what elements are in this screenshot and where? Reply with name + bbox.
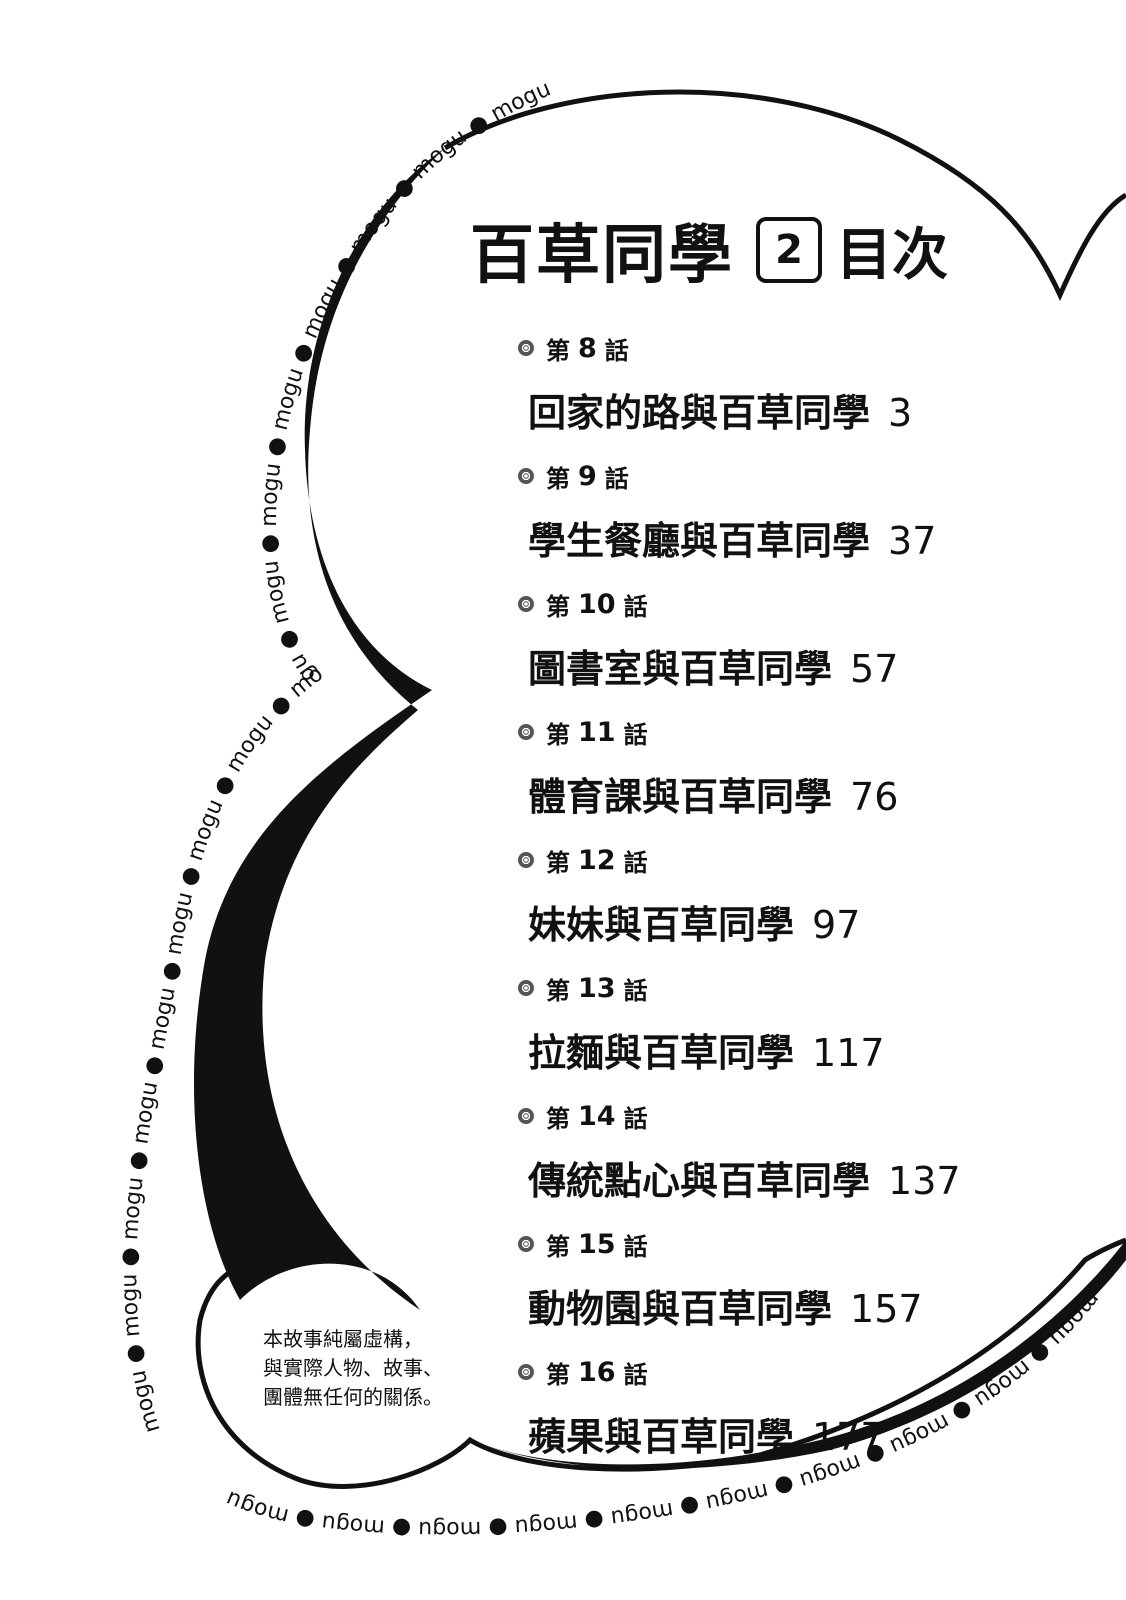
chapter-suffix: 話 [623, 1104, 648, 1133]
disclaimer-line: 與實際人物、故事、 [263, 1356, 443, 1380]
chapter-suffix: 話 [604, 336, 629, 365]
bullet-icon [518, 340, 534, 356]
chapter-title: 動物園與百草同學 [528, 1287, 833, 1331]
bullet-icon [518, 1364, 534, 1380]
chapter-title: 圖書室與百草同學 [528, 647, 833, 691]
chapter-title: 拉麵與百草同學 [528, 1031, 795, 1075]
disclaimer-line: 團體無任何的關係。 [263, 1385, 443, 1409]
page-number: 3 [888, 391, 913, 435]
chapter-prefix: 第 [546, 976, 570, 1005]
blob-outline-lower [195, 1237, 1126, 1489]
page-number: 57 [850, 647, 899, 691]
chapter-number: 10 [578, 588, 616, 620]
chapter-number: 15 [578, 1228, 616, 1260]
page-number: 177 [812, 1415, 885, 1459]
chapter-suffix: 話 [623, 848, 648, 877]
chapter-suffix: 話 [623, 1232, 648, 1261]
black-band [193, 148, 445, 1310]
chapter-prefix: 第 [546, 1232, 570, 1261]
chapter-title-line: 學生餐廳與百草同學 37 [528, 510, 936, 565]
chapter-suffix: 話 [623, 592, 648, 621]
page-title: 百草同學 2 目次 [470, 205, 948, 295]
chapter-title: 學生餐廳與百草同學 [528, 519, 871, 563]
chapter-number: 14 [578, 1100, 616, 1132]
chapter-prefix: 第 [546, 336, 570, 365]
chapter-number: 13 [578, 972, 616, 1004]
contents-label: 目次 [836, 222, 948, 288]
chapter-prefix: 第 [546, 848, 570, 877]
chapter-number: 11 [578, 716, 616, 748]
chapter-title-line: 蘋果與百草同學 177 [528, 1406, 885, 1461]
bullet-icon [518, 724, 534, 740]
bullet-icon [518, 980, 534, 996]
chapter-suffix: 話 [623, 976, 648, 1005]
volume-badge: 2 [756, 217, 822, 283]
disclaimer-line: 本故事純屬虛構， [263, 1327, 423, 1351]
chapter-title-line: 回家的路與百草同學 3 [528, 382, 912, 437]
chapter-title-line: 妹妹與百草同學 97 [528, 894, 860, 949]
chapter-prefix: 第 [546, 1104, 570, 1133]
page-number: 157 [850, 1287, 923, 1331]
chapter-title: 體育課與百草同學 [528, 775, 833, 819]
page-number: 37 [888, 519, 937, 563]
chapter-number: 12 [578, 844, 616, 876]
bullet-icon [518, 468, 534, 484]
bullet-icon [518, 1108, 534, 1124]
chapter-suffix: 話 [604, 464, 629, 493]
chapter-title: 蘋果與百草同學 [528, 1415, 795, 1459]
chapter-title: 回家的路與百草同學 [528, 391, 871, 435]
chapter-number: 9 [578, 460, 597, 492]
page-number: 137 [888, 1159, 961, 1203]
chapter-prefix: 第 [546, 464, 570, 493]
chapter-title: 妹妹與百草同學 [528, 903, 795, 947]
chapter-number: 8 [578, 332, 597, 364]
page-number: 117 [812, 1031, 885, 1075]
disclaimer: 本故事純屬虛構， 與實際人物、故事、 團體無任何的關係。 [263, 1325, 493, 1412]
chapter-title-line: 拉麵與百草同學 117 [528, 1022, 885, 1077]
chapter-suffix: 話 [623, 1360, 648, 1389]
bullet-icon [518, 1236, 534, 1252]
chapter-number: 16 [578, 1356, 616, 1388]
page-number: 76 [850, 775, 899, 819]
chapter-title-line: 動物園與百草同學 157 [528, 1278, 923, 1333]
chapter-title-line: 體育課與百草同學 76 [528, 766, 898, 821]
blob-outline [443, 89, 1126, 302]
chapter-prefix: 第 [546, 720, 570, 749]
chapter-prefix: 第 [546, 1360, 570, 1389]
chapter-suffix: 話 [623, 720, 648, 749]
bullet-icon [518, 596, 534, 612]
chapter-title-line: 圖書室與百草同學 57 [528, 638, 898, 693]
chapter-title-line: 傳統點心與百草同學 137 [528, 1150, 961, 1205]
chapter-prefix: 第 [546, 592, 570, 621]
series-title: 百草同學 [470, 218, 734, 293]
page-number: 97 [812, 903, 861, 947]
chapter-title: 傳統點心與百草同學 [528, 1159, 871, 1203]
bullet-icon [518, 852, 534, 868]
